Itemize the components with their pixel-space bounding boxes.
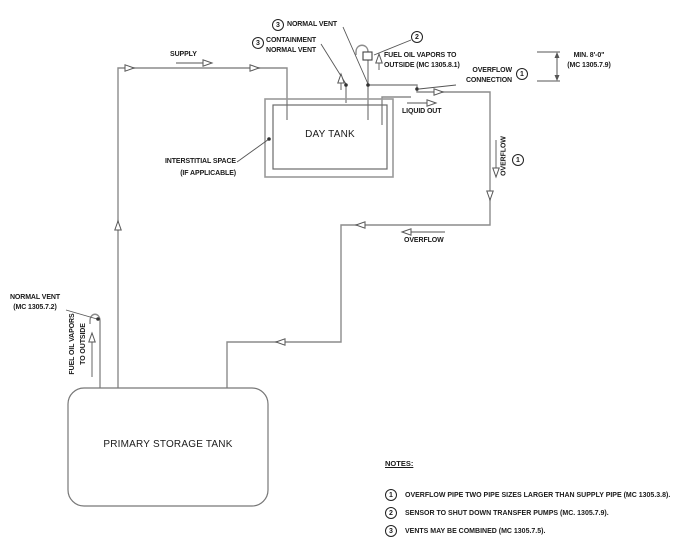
- interstitial-space-label: INTERSTITIAL SPACE (IF APPLICABLE): [146, 156, 236, 180]
- fuel-vapors-day-label-line1: FUEL OIL VAPORS TO: [384, 52, 457, 59]
- leader-lines: [65, 26, 457, 320]
- normal-vent-left-label-line1: NORMAL VENT: [9, 294, 61, 301]
- day-tank-outer-wall: [264, 98, 394, 178]
- leader-normal-vent-top: [342, 26, 369, 85]
- liquid-out-pipe: [381, 96, 411, 125]
- notes-title: NOTES:: [385, 459, 414, 468]
- arrow-left-icon: [354, 221, 366, 229]
- arrow-up-icon: [375, 52, 383, 64]
- fuel-vapors-left-label-line2: TO OUTSIDE: [80, 323, 87, 365]
- junction-dots: [96, 83, 419, 321]
- fuel-vapors-day-label: FUEL OIL VAPORS TO OUTSIDE (MC 1305.8.1): [384, 51, 460, 71]
- pipes: [89, 44, 491, 388]
- leader-normal-vent-left: [65, 309, 98, 320]
- arrow-up-icon: [88, 331, 96, 343]
- leader-interstitial: [236, 138, 270, 163]
- arrow-down-icon: [486, 190, 494, 202]
- normal-vent-left-label: NORMAL VENT (MC 1305.7.2): [4, 293, 66, 313]
- note-1-number: 1: [385, 489, 397, 501]
- arrow-right-icon: [249, 64, 261, 72]
- interstitial-space-label-line1: INTERSTITIAL SPACE: [164, 158, 236, 165]
- normal-vent-top-label: NORMAL VENT: [287, 21, 338, 28]
- callout-2-sensor: 2: [411, 31, 423, 43]
- dimension-bracket: [537, 51, 560, 82]
- supply-pipe: [117, 67, 288, 388]
- note-row-1: 1 OVERFLOW PIPE TWO PIPE SIZES LARGER TH…: [385, 489, 670, 501]
- containment-vent-label-line1: CONTAINMENT: [266, 37, 317, 44]
- min-height-label-line1: MIN. 8'-0": [573, 52, 605, 59]
- note-row-2: 2 SENSOR TO SHUT DOWN TRANSFER PUMPS (MC…: [385, 507, 609, 519]
- note-1-text: OVERFLOW PIPE TWO PIPE SIZES LARGER THAN…: [405, 491, 671, 499]
- primary-tank-label: PRIMARY STORAGE TANK: [103, 439, 233, 450]
- normal-vent-left-label-line2: (MC 1305.7.2): [13, 304, 57, 311]
- arrow-down-icon: [492, 167, 500, 179]
- arrow-right-icon: [124, 64, 136, 72]
- junction-dot: [96, 317, 100, 321]
- sensor-box-icon: [362, 51, 373, 61]
- overflow-connection-label-line1: OVERFLOW: [472, 67, 512, 74]
- day-tank-label: DAY TANK: [305, 129, 355, 140]
- junction-dot: [366, 83, 370, 87]
- flow-indicators: [91, 58, 497, 377]
- callout-3-containment-vent: 3: [252, 37, 264, 49]
- dimension-arrow-down: [554, 75, 560, 81]
- note-row-3: 3 VENTS MAY BE COMBINED (MC 1305.7.5).: [385, 525, 545, 537]
- fuel-vapors-left-label-line1: FUEL OIL VAPORS: [69, 313, 76, 375]
- arrow-up-icon: [337, 72, 345, 84]
- arrow-left-icon: [400, 228, 412, 236]
- arrow-right-icon: [433, 88, 445, 96]
- junction-dot: [267, 137, 271, 141]
- arrow-up-icon: [114, 219, 122, 231]
- note-2-number: 2: [385, 507, 397, 519]
- leader-sensor: [373, 39, 412, 56]
- dimension-arrow-up: [554, 52, 560, 58]
- primary-tank-outline: [67, 387, 269, 507]
- junction-dot: [415, 87, 419, 91]
- callout-3-normal-vent: 3: [272, 19, 284, 31]
- callout-1-overflow-pipe: 1: [512, 154, 524, 166]
- junction-dot: [344, 83, 348, 87]
- min-height-label-line2: (MC 1305.7.9): [567, 62, 611, 69]
- fuel-vapors-left-label: FUEL OIL VAPORS TO OUTSIDE: [67, 309, 89, 379]
- leader-overflow-connection: [418, 84, 457, 90]
- overflow-connection-label-line2: CONNECTION: [465, 77, 512, 84]
- day-tank-inner-wall: [272, 104, 388, 170]
- note-3-number: 3: [385, 525, 397, 537]
- arrowheads: [88, 52, 500, 346]
- note-2-text: SENSOR TO SHUT DOWN TRANSFER PUMPS (MC. …: [405, 509, 609, 517]
- supply-label: SUPPLY: [170, 51, 197, 58]
- arrow-right-icon: [426, 99, 438, 107]
- note-3-text: VENTS MAY BE COMBINED (MC 1305.7.5).: [405, 527, 546, 535]
- callout-1-overflow-connection: 1: [516, 68, 528, 80]
- containment-vent-label: CONTAINMENT NORMAL VENT: [266, 36, 316, 56]
- overflow-vertical-label: OVERFLOW: [500, 136, 508, 176]
- interstitial-space-label-line2: (IF APPLICABLE): [180, 170, 236, 177]
- min-height-label: MIN. 8'-0" (MC 1305.7.9): [563, 51, 615, 71]
- primary-vent-pipe: [89, 313, 101, 388]
- fuel-vapors-day-label-line2: OUTSIDE (MC 1305.8.1): [384, 62, 460, 69]
- overflow-mid-label: OVERFLOW: [404, 237, 444, 244]
- arrow-right-icon: [202, 59, 214, 67]
- containment-vent-label-line2: NORMAL VENT: [266, 47, 317, 54]
- overflow-connection-label: OVERFLOW CONNECTION: [452, 66, 512, 86]
- normal-vent-pipe: [355, 44, 369, 120]
- liquid-out-label: LIQUID OUT: [402, 108, 442, 115]
- arrow-left-icon: [274, 338, 286, 346]
